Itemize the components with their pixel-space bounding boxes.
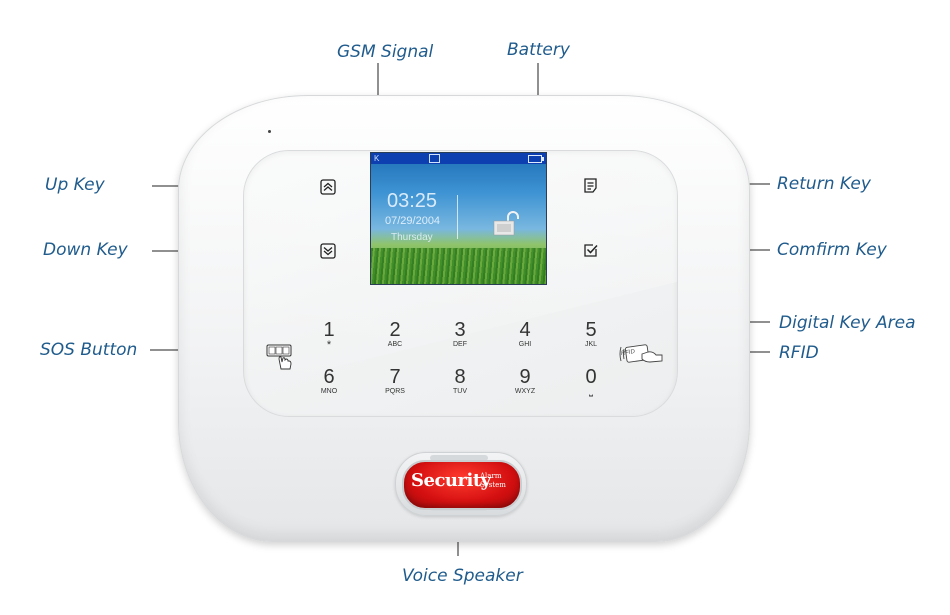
- digit-number: 5: [585, 319, 597, 341]
- status-icon: [429, 154, 440, 163]
- digit-key-7[interactable]: 7 PQRS: [373, 367, 417, 396]
- down-arrow-icon: [320, 243, 336, 259]
- callout-down-key: Down Key: [43, 240, 128, 260]
- digit-key-1[interactable]: 1 *: [307, 319, 351, 351]
- digit-letters: MNO: [320, 388, 338, 395]
- digit-number: 7: [389, 366, 401, 388]
- digit-letters: *: [326, 339, 332, 351]
- battery-icon: [528, 155, 544, 163]
- digit-number: 1: [323, 319, 335, 341]
- speaker-grille-top: [430, 455, 488, 461]
- lcd-day: Thursday: [391, 232, 433, 243]
- digit-key-5[interactable]: 5 JKL: [569, 320, 613, 349]
- digit-key-8[interactable]: 8 TUV: [438, 367, 482, 396]
- up-arrow-icon: [320, 179, 336, 195]
- lcd-time: 03:25: [387, 190, 438, 212]
- digit-number: 9: [519, 366, 531, 388]
- rfid-reader[interactable]: [618, 342, 666, 366]
- callout-gsm-signal: GSM Signal: [337, 42, 434, 62]
- digit-key-3[interactable]: 3 DEF: [438, 320, 482, 349]
- digit-letters: WXYZ: [514, 388, 536, 395]
- unlock-icon: [493, 211, 519, 236]
- digit-letters: TUV: [453, 388, 467, 395]
- lcd-date: 07/29/2004: [385, 215, 441, 227]
- microphone-hole: [268, 130, 271, 133]
- callout-return-key: Return Key: [777, 174, 871, 194]
- digit-number: 3: [454, 319, 466, 341]
- digit-number: 4: [519, 319, 531, 341]
- digit-letters: ⎵: [589, 386, 593, 397]
- digit-letters: JKL: [584, 341, 598, 348]
- speaker-sub-text: Alarm System: [480, 472, 506, 489]
- sos-button[interactable]: [266, 343, 294, 371]
- callout-voice-speaker: Voice Speaker: [402, 566, 523, 586]
- digit-key-2[interactable]: 2 ABC: [373, 320, 417, 349]
- digit-number: 6: [323, 366, 335, 388]
- digit-key-6[interactable]: 6 MNO: [307, 367, 351, 396]
- callout-confirm-key: Comfirm Key: [777, 240, 887, 260]
- callout-battery: Battery: [507, 40, 570, 60]
- digit-letters: ABC: [387, 341, 403, 348]
- digit-number: 8: [454, 366, 466, 388]
- check-icon: [584, 244, 598, 257]
- digit-letters: DEF: [453, 341, 467, 348]
- gsm-signal-icon: K: [374, 154, 380, 163]
- lcd-divider: [457, 195, 458, 239]
- voice-speaker-badge: [402, 460, 522, 510]
- digit-key-0[interactable]: 0 ⎵: [569, 366, 613, 397]
- speaker-brand-text: Security: [411, 470, 491, 491]
- confirm-key[interactable]: [583, 242, 599, 258]
- digit-key-4[interactable]: 4 GHI: [503, 320, 547, 349]
- return-key[interactable]: [583, 177, 599, 194]
- down-key[interactable]: [320, 243, 336, 259]
- return-icon: [584, 178, 597, 193]
- digit-letters: GHI: [518, 341, 532, 348]
- callout-rfid: RFID: [779, 343, 819, 363]
- digit-number: 0: [585, 366, 597, 388]
- callout-sos-button: SOS Button: [40, 340, 138, 360]
- sos-hand-icon: [266, 344, 292, 370]
- lcd-status-bar: [371, 153, 546, 164]
- callout-digital-key-area: Digital Key Area: [779, 313, 916, 333]
- digit-letters: PQRS: [385, 388, 405, 395]
- up-key[interactable]: [320, 179, 336, 195]
- callout-up-key: Up Key: [45, 175, 105, 195]
- grass-background: [371, 248, 546, 284]
- digit-key-9[interactable]: 9 WXYZ: [503, 367, 547, 396]
- rfid-card-icon: [619, 344, 663, 363]
- lcd-screen: K 03:25 07/29/2004 Thursday: [370, 152, 547, 285]
- digit-number: 2: [389, 319, 401, 341]
